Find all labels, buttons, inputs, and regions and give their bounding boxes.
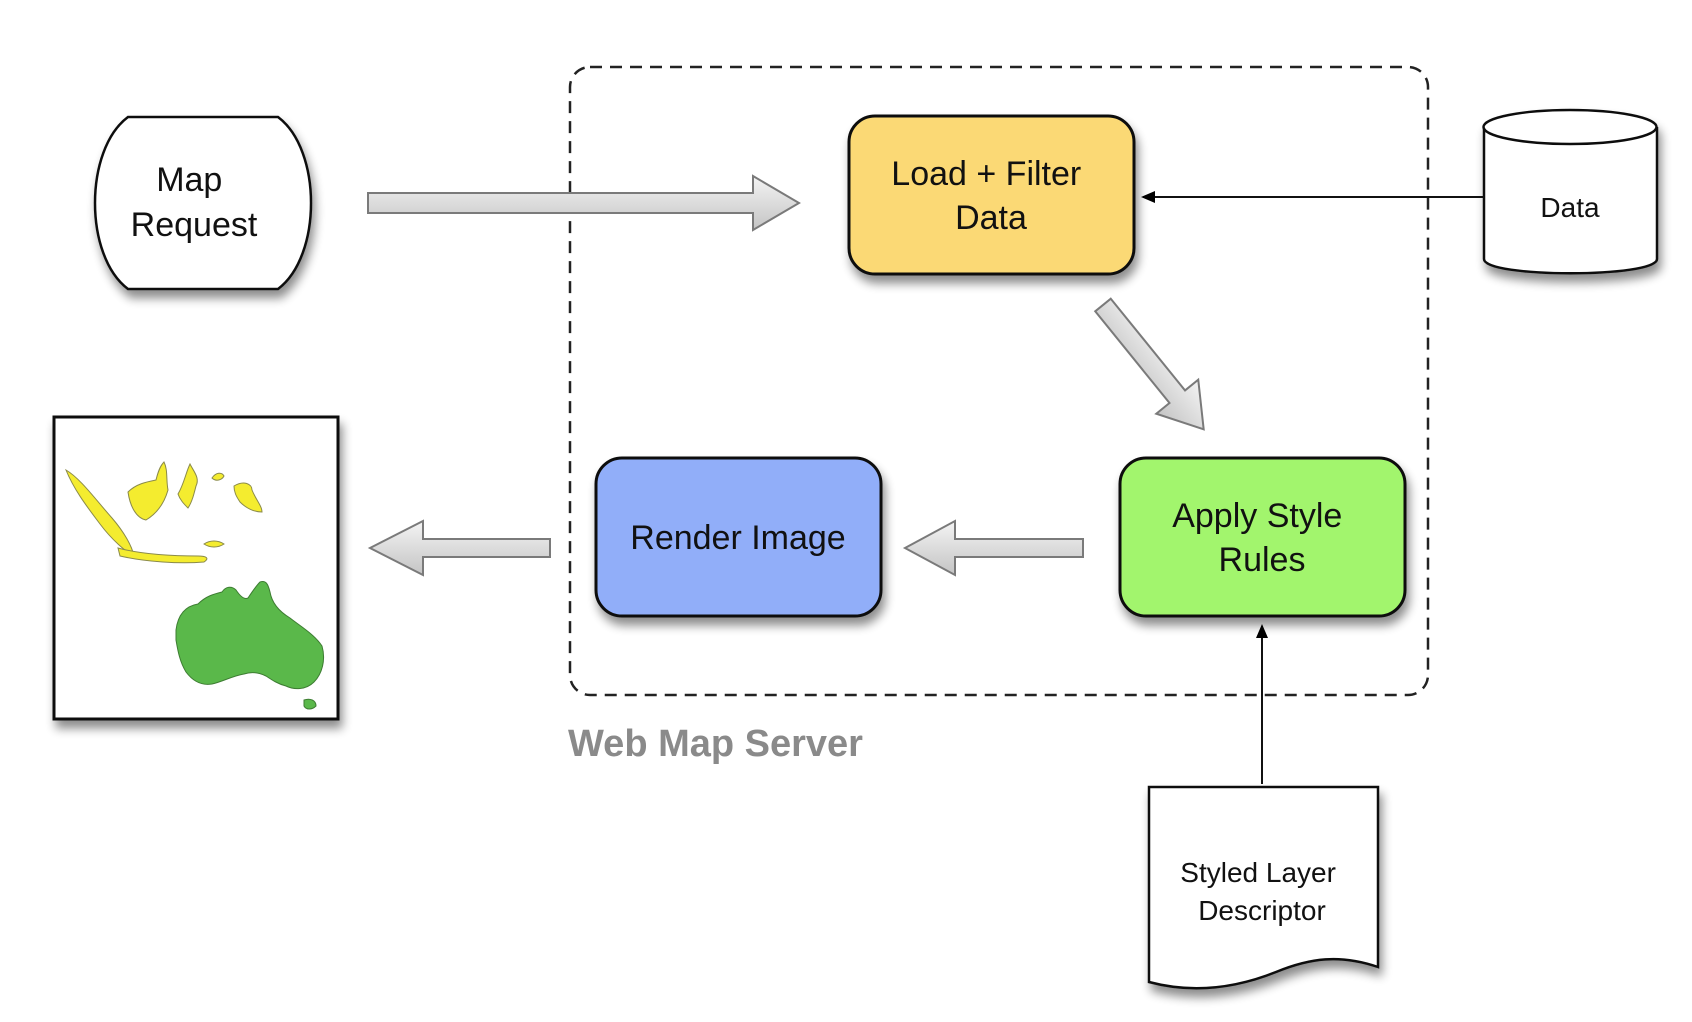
load-filter-label: Load + Filter Data [891,155,1090,237]
data-store-body [1482,127,1659,275]
sld-label-line1: Styled Layer [1180,857,1336,888]
apply-style-label: Apply Style Rules [1172,497,1352,579]
data-store-node [1482,108,1659,275]
apply-style-label-line2: Rules [1219,541,1306,579]
map-request-shape [93,115,313,291]
map-request-label-line1: Map [156,161,222,199]
map-request-label-line2: Request [131,206,258,244]
arrow-render-to-output [367,519,551,577]
sld-document-icon [1147,785,1380,990]
arrow-load-to-style [1093,297,1205,431]
web-map-server-boundary [568,65,1430,697]
web-map-server-group: Web Map Server [568,65,1430,765]
data-store-top [1482,108,1658,146]
map-request-label: Map Request [131,161,258,244]
load-filter-label-line2: Data [955,199,1027,237]
web-map-server-label: Web Map Server [568,723,863,765]
render-image-shape [594,456,883,618]
map-thumbnail-icon [52,415,340,721]
apply-style-node [1118,456,1407,618]
load-filter-label-line1: Load + Filter [891,155,1081,193]
render-image-label: Render Image [630,519,845,557]
render-image-node [594,456,883,618]
sld-label: Styled Layer Descriptor [1180,857,1343,926]
data-store-label: Data [1540,192,1600,223]
sld-label-line2: Descriptor [1198,895,1326,926]
australia-shape [175,581,325,690]
indonesia-shape [65,461,263,564]
apply-style-shape [1118,456,1407,618]
tasmania-shape [303,698,317,710]
sld-document-shape [1147,785,1380,990]
load-filter-shape [847,114,1136,276]
arrow-request-to-load [367,174,801,232]
map-request-node [93,115,313,291]
arrow-style-to-render-body [902,519,1084,577]
load-filter-node [847,114,1136,276]
apply-style-label-line1: Apply Style [1172,497,1342,535]
